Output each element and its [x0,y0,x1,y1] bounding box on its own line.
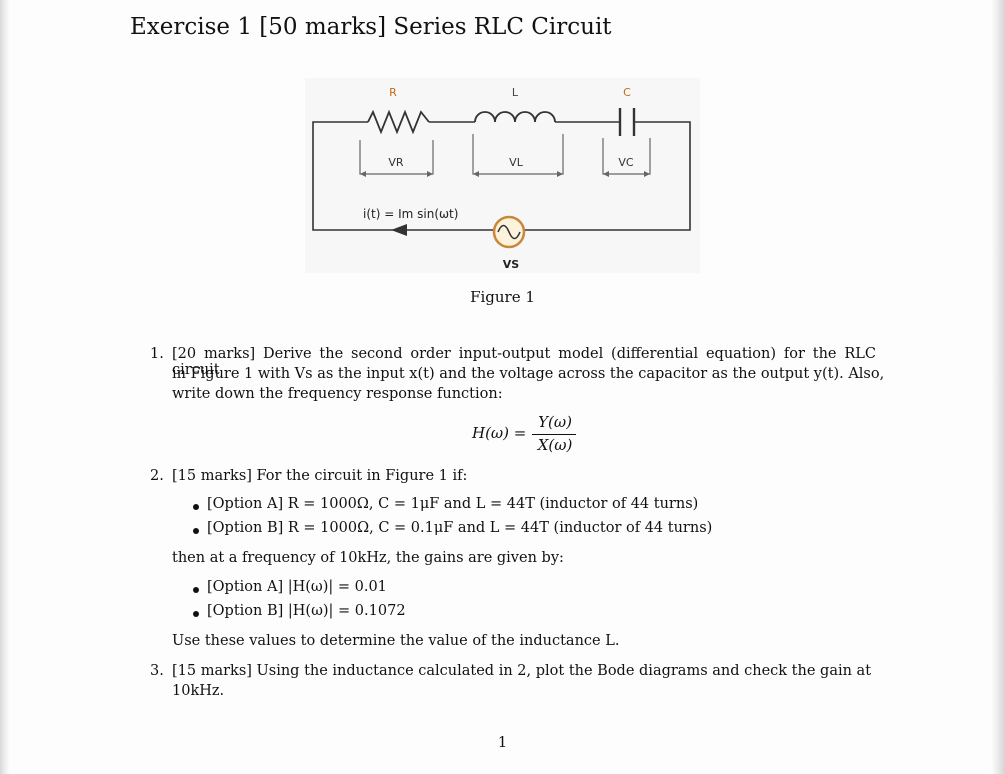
q2-use: Use these values to determine the value … [172,633,620,649]
q1-line-3: write down the frequency response functi… [172,386,503,402]
label-vr: VR [388,156,404,169]
q2-number: 2. [150,468,164,484]
inductor-symbol [474,111,556,123]
vl-bracket [472,134,564,175]
capacitor-symbol [618,108,636,136]
q2-option-b: [Option B] R = 1000Ω, C = 0.1μF and L = … [207,520,713,536]
fraction-bar [532,434,576,435]
resistor-symbol [367,109,430,135]
label-c: C [623,86,631,99]
q2-then: then at a frequency of 10kHz, the gains … [172,550,564,566]
rlc-circuit-diagram: R L C VR VL VC i(t) = Im sin(ωt) VS [312,86,691,271]
equation-denominator: X(ω) [537,436,573,454]
page-number: 1 [497,733,508,751]
label-vl: VL [509,156,524,169]
equation-numerator: Y(ω) [538,413,572,431]
bullet [193,504,199,510]
vc-bracket [602,138,651,175]
q2-gain-a: [Option A] |H(ω)| = 0.01 [207,579,387,595]
label-current: i(t) = Im sin(ωt) [363,207,458,221]
label-r: R [389,86,397,99]
vr-bracket [359,140,434,175]
exercise-title: Exercise 1 [50 marks] Series RLC Circuit [130,14,612,40]
q2-option-a: [Option A] R = 1000Ω, C = 1μF and L = 44… [207,496,699,512]
page-edge-right [991,0,1005,774]
q2-intro: [15 marks] For the circuit in Figure 1 i… [172,468,468,484]
vr-arrow-left [360,171,366,177]
vc-arrow-left [603,171,609,177]
page-edge-left [0,0,10,774]
vr-arrow-right [427,171,433,177]
label-l: L [512,86,519,99]
q1-line-1: [20 marks] Derive the second order input… [172,346,876,378]
vc-arrow-right [644,171,650,177]
q3-line-1: [15 marks] Using the inductance calculat… [172,663,872,679]
sine-wave-icon [497,224,521,240]
vl-arrow-right [557,171,563,177]
bullet [193,611,199,617]
q1-number: 1. [150,346,164,362]
q3-number: 3. [150,663,164,679]
figure-caption: Figure 1 [470,288,535,306]
label-vs: VS [503,258,520,271]
bullet [193,528,199,534]
q2-gain-b: [Option B] |H(ω)| = 0.1072 [207,603,406,619]
vl-arrow-left [473,171,479,177]
bullet [193,587,199,593]
equation-lhs: H(ω) = [472,424,527,442]
current-arrow [391,224,407,236]
label-vc: VC [618,156,634,169]
wire-right [524,121,691,231]
q3-line-2: 10kHz. [172,683,225,699]
q1-line-2: in Figure 1 with Vs as the input x(t) an… [172,366,885,382]
